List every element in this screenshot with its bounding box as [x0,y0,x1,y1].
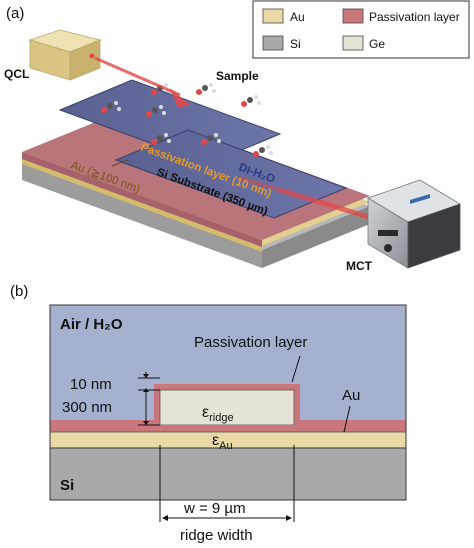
width-caption: ridge width [180,527,253,544]
si-substrate [49,447,407,501]
chip [22,79,370,268]
width-value: w = 9 µm [183,500,246,517]
molecule-decorations [101,83,273,157]
au-label: Au [342,387,360,404]
mct-detector [367,179,461,269]
passivation-label: Passivation layer [194,334,307,351]
au-pointer [343,405,351,433]
thickness-marks [138,372,160,426]
width-dimension [159,445,295,522]
thickness-passivation: 10 nm [70,376,112,393]
thickness-ridge: 300 nm [62,399,112,416]
legend-swatch-au [262,8,284,24]
legend: Au Passivation layer Si Ge [252,0,470,59]
legend-swatch-ge [342,35,364,51]
legend-label-ge: Ge [369,37,385,51]
legend-swatch-passivation [342,8,364,24]
legend-label-passivation: Passivation layer [369,10,460,24]
sample-label: Sample [216,69,259,83]
eps-ridge-sub: ridge [209,412,233,424]
si-label: Si [60,477,74,494]
eps-au-symbol: ε [212,432,219,449]
legend-label-si: Si [290,37,301,51]
eps-au: εAu [212,432,233,452]
eps-au-sub: Au [219,440,232,452]
passivation-band [50,425,406,432]
laser-beam [94,56,373,221]
eps-ridge-symbol: ε [202,404,209,421]
qcl-laser [28,29,102,81]
ge-ridge [159,389,295,426]
qcl-label: QCL [4,67,29,81]
eps-ridge: εridge [202,404,234,424]
au-pointer-line [111,159,129,167]
panel-b-label: (b) [10,283,28,300]
cross-section [49,304,407,501]
passivation-pointer [291,355,301,383]
medium-label: Air / H₂O [60,316,123,333]
panel-a-label: (a) [6,5,24,22]
mct-label: MCT [346,259,373,273]
legend-swatch-si [262,35,284,51]
legend-label-au: Au [290,10,305,24]
